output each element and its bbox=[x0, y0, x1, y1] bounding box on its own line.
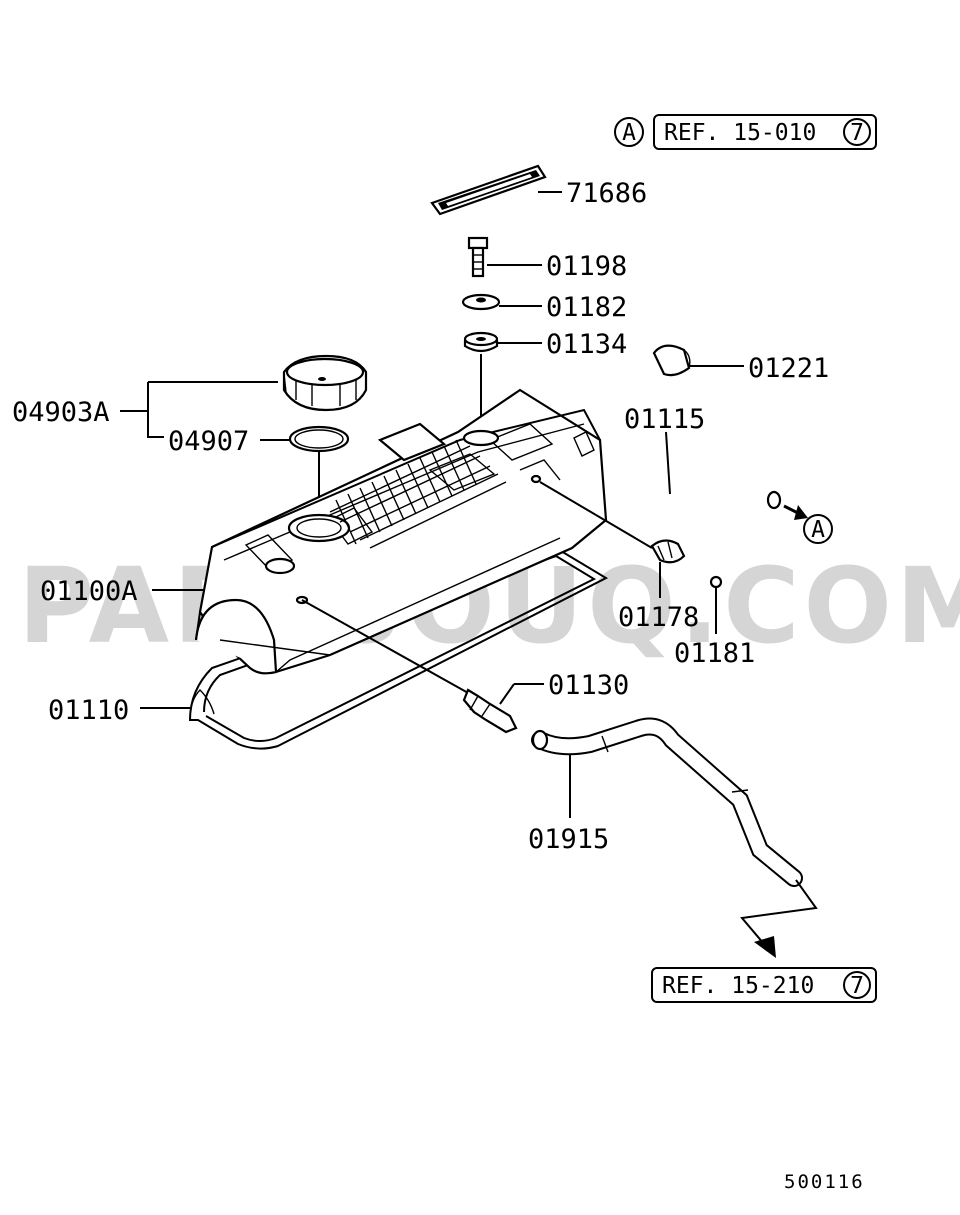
arrow-to-ref-bottom bbox=[740, 879, 818, 958]
label-04907[interactable]: 04907 bbox=[168, 426, 249, 457]
ref-top-text: REF. 15-010 bbox=[664, 120, 816, 146]
part-01130-pcv-valve[interactable] bbox=[301, 599, 544, 734]
part-01115-hose[interactable] bbox=[607, 431, 782, 511]
ref-bottom-circle bbox=[843, 971, 871, 999]
part-01221-cap[interactable] bbox=[652, 344, 744, 377]
label-01134[interactable]: 01134 bbox=[546, 329, 627, 360]
part-01181-bolt[interactable] bbox=[709, 575, 723, 634]
hose-ref-marker: A bbox=[811, 517, 825, 543]
label-01115[interactable]: 01115 bbox=[624, 404, 705, 435]
part-01134-grommet[interactable] bbox=[463, 331, 542, 438]
part-01100A-rocker-cover[interactable] bbox=[152, 388, 608, 675]
ref-top[interactable]: A REF. 15-010 7 bbox=[614, 114, 877, 150]
ref-bottom[interactable]: REF. 15-210 7 bbox=[651, 967, 877, 1003]
label-01915[interactable]: 01915 bbox=[528, 824, 609, 855]
diagram-code: 500116 bbox=[784, 1171, 865, 1193]
leader-01130-to-cover bbox=[301, 599, 471, 695]
ref-top-circle bbox=[843, 118, 871, 146]
part-04903A-oil-cap[interactable] bbox=[282, 354, 368, 412]
label-01100A[interactable]: 01100A bbox=[40, 576, 138, 607]
part-01182-washer[interactable] bbox=[461, 293, 542, 311]
bracket-04903A bbox=[147, 381, 278, 438]
ref-top-box bbox=[653, 114, 877, 150]
label-71686[interactable]: 71686 bbox=[566, 178, 647, 209]
part-01198-bolt[interactable] bbox=[467, 236, 542, 278]
ref-marker-a-circle bbox=[614, 117, 644, 147]
label-01178[interactable]: 01178 bbox=[618, 602, 699, 633]
ref-top-circle-num: 7 bbox=[850, 120, 864, 146]
part-01178-clip[interactable] bbox=[539, 481, 686, 598]
ref-marker-a: A bbox=[622, 120, 636, 146]
part-01915-hose[interactable] bbox=[531, 717, 803, 887]
label-04903A[interactable]: 04903A bbox=[12, 397, 110, 428]
ref-bottom-text: REF. 15-210 bbox=[662, 973, 814, 999]
ref-bottom-circle-num: 7 bbox=[850, 973, 864, 999]
ref-bottom-box bbox=[651, 967, 877, 1003]
label-01130[interactable]: 01130 bbox=[548, 670, 629, 701]
arrow-to-a bbox=[783, 504, 808, 520]
label-01181[interactable]: 01181 bbox=[674, 638, 755, 669]
label-01182[interactable]: 01182 bbox=[546, 292, 627, 323]
part-71686-emblem[interactable] bbox=[430, 164, 562, 216]
hose-ref-marker-circle[interactable] bbox=[803, 514, 833, 544]
cover-grille bbox=[329, 439, 507, 549]
part-01110-gasket[interactable] bbox=[140, 546, 609, 750]
label-01110[interactable]: 01110 bbox=[48, 695, 129, 726]
leader-01178-to-cover bbox=[539, 481, 653, 549]
label-01198[interactable]: 01198 bbox=[546, 251, 627, 282]
label-01221[interactable]: 01221 bbox=[748, 353, 829, 384]
